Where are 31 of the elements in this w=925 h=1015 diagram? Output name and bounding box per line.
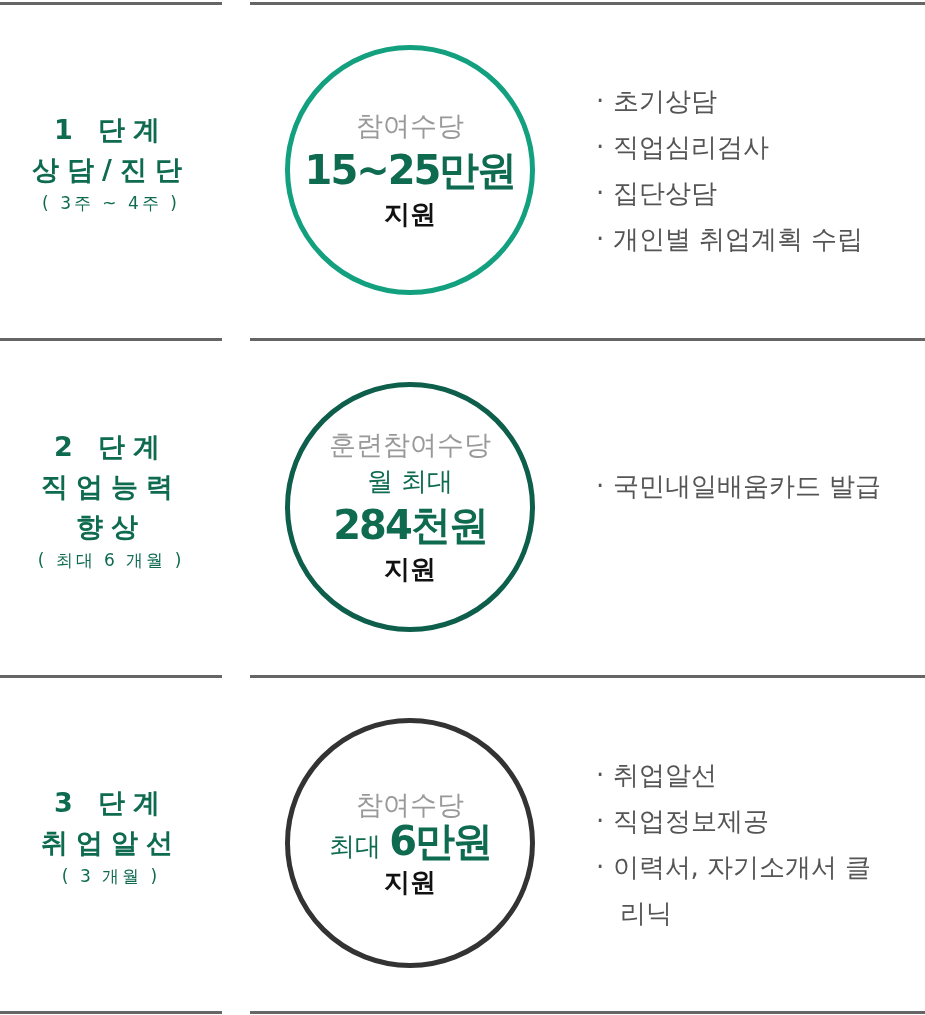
support-text: 지원 [384, 553, 436, 586]
bullet-item: · 직업정보제공 [596, 805, 770, 838]
allowance-name: 참여수당 [356, 787, 464, 822]
bullet-item: · 집단상담 [596, 177, 718, 210]
stage-number: 2 단계 [52, 430, 170, 464]
stage-duration: ( 최대 6 개월 ) [36, 549, 186, 572]
bullet-item: · 이력서, 자기소개서 클리닉 [596, 851, 873, 930]
stage-duration: ( 3주 ~ 4주 ) [41, 192, 181, 215]
stage-number: 1 단계 [52, 113, 170, 147]
stage-title: 직업능력 [40, 470, 182, 504]
stage-duration: ( 3 개월 ) [60, 865, 162, 888]
bullet-item: · 개인별 취업계획 수립 [596, 223, 865, 256]
circle-node [285, 718, 535, 968]
allowance-name: 훈련참여수당 [329, 428, 491, 462]
bullet-item: · 취업알선 [596, 759, 718, 792]
circle-node [285, 45, 535, 295]
bullet-item: · 초기상담 [596, 85, 718, 118]
circle-node [285, 382, 535, 632]
stage-title: 취업알선 [40, 826, 182, 860]
bullet-item: · 국민내일배움카드 발급 [596, 470, 882, 503]
stage-title: 향상 [75, 510, 147, 544]
bullet-item: · 직업심리검사 [596, 131, 770, 164]
stage-title: 상담/진단 [31, 153, 191, 187]
amount-text: 15~25만원 [304, 146, 516, 195]
stage-number: 3 단계 [52, 786, 170, 820]
amount-text: 월 최대 [366, 465, 454, 498]
support-text: 지원 [384, 198, 436, 231]
amount-text: 최대 6만원 [328, 822, 492, 864]
allowance-name: 참여수당 [356, 109, 464, 143]
amount-text: 284천원 [333, 501, 487, 550]
support-text: 지원 [384, 865, 436, 899]
